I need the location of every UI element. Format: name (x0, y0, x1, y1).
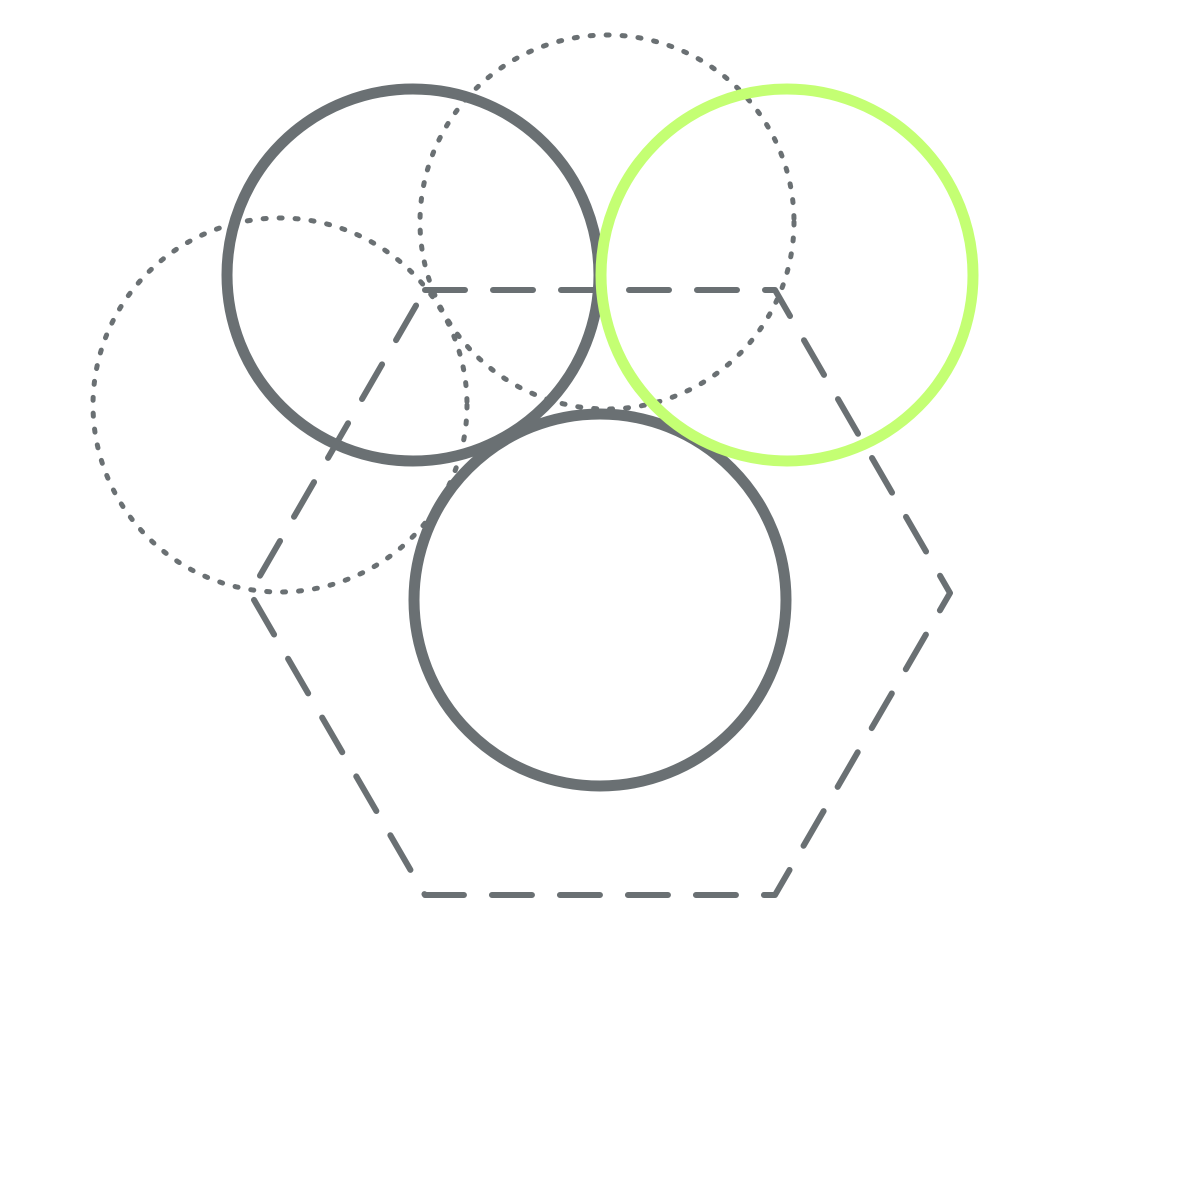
solid-circle-left (221, 83, 605, 467)
solid-circle-bottom (408, 408, 792, 792)
dotted-circle-top (417, 32, 797, 412)
dashed-hexagon (247, 287, 953, 898)
solid-circle-right-highlighted (595, 83, 979, 467)
dotted-circle-left (90, 215, 470, 595)
